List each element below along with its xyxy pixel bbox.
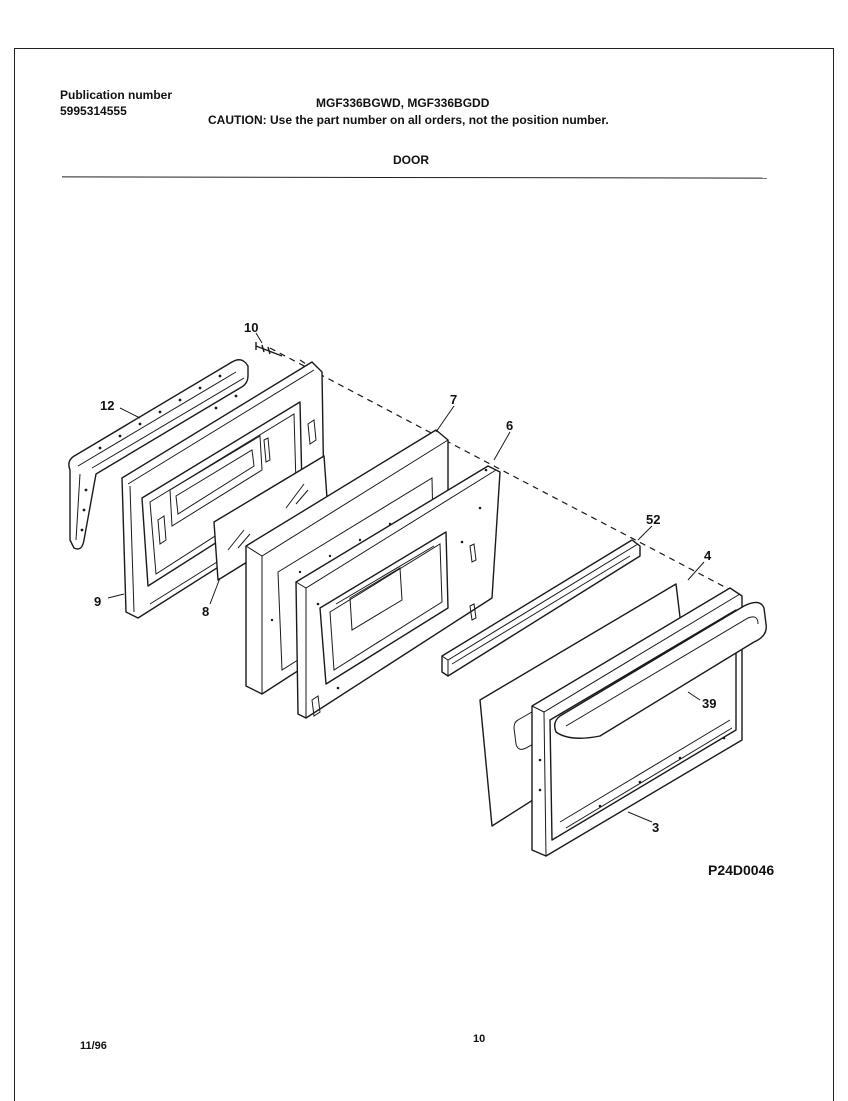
revision-date: 11/96	[80, 1040, 107, 1052]
callout-7: 7	[450, 392, 457, 407]
callout-3: 3	[652, 820, 659, 835]
model-numbers: MGF336BGWD, MGF336BGDD	[316, 96, 490, 110]
part-39-handle	[553, 601, 767, 739]
callout-10: 10	[244, 320, 258, 335]
callout-8: 8	[202, 604, 209, 619]
part-52-trim-strip	[441, 539, 641, 677]
part-12-door-gasket	[68, 359, 249, 550]
leader-lines	[107, 332, 705, 823]
section-title: DOOR	[393, 153, 429, 167]
callout-52: 52	[646, 512, 660, 527]
publication-label: Publication number	[60, 88, 173, 102]
callout-39: 39	[702, 696, 716, 711]
callout-6: 6	[506, 418, 513, 433]
caution-note: CAUTION: Use the part number on all orde…	[208, 113, 609, 127]
callout-4: 4	[704, 548, 712, 563]
alignment-line-top	[269, 347, 741, 596]
publication-number: 5995314555	[60, 104, 127, 118]
page-border	[14, 48, 834, 1101]
part-10-screw	[255, 342, 283, 357]
part-6-inner-frame	[295, 465, 501, 719]
alignment-line-short	[299, 359, 319, 373]
callout-9: 9	[94, 594, 101, 609]
page-number: 10	[473, 1033, 486, 1045]
callout-12: 12	[100, 398, 114, 413]
drawing-code: P24D0046	[708, 862, 775, 878]
